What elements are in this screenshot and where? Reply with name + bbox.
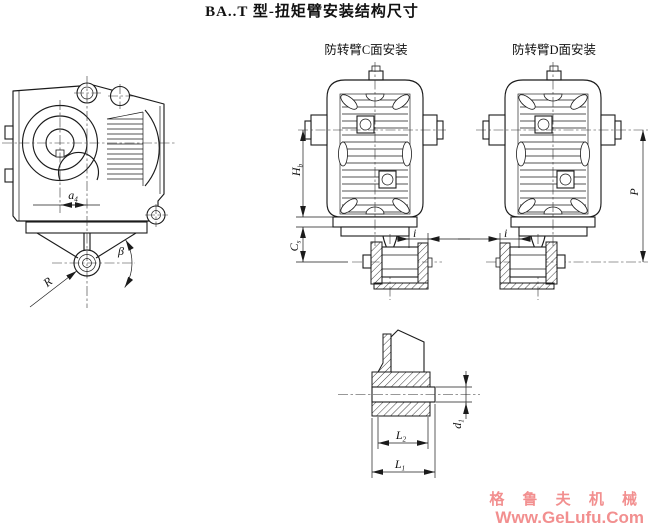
watermark-brand: 格 鲁 夫 机 械 [489,491,644,508]
bolt-tip [495,257,501,268]
plug-boss [556,170,575,189]
front-view [2,76,175,308]
arm-section [377,333,392,373]
bushing-cylinder [509,246,547,278]
bolt-hole [108,84,133,109]
heading-c-mount: 防转臂C面安装 [324,43,408,57]
flange-arc [144,109,160,187]
washer-section [417,242,429,284]
bolt-head [556,254,566,269]
clamp-strip [499,282,555,290]
arm-plate-section [545,241,558,285]
breather-plug [546,70,562,81]
washer-section [499,242,511,284]
dim-cs-label: Cs [287,240,303,252]
heading-d-mount: 防转臂D面安装 [511,43,597,57]
watermark: 格 鲁 夫 机 械 Www.GeLufu.Com [489,488,644,528]
dim-radius-leader [29,270,77,308]
dim-hb-label: Hb [289,163,305,177]
arm-mount-bar [25,221,148,234]
bolt-head [362,254,372,269]
dim-l2-label: L2 [395,428,407,444]
dim-i-label-d: i [504,226,508,240]
dim-a4-label: a4 [68,188,78,204]
page-title: BA..T 型-扭矩臂安装结构尺寸 [205,4,419,20]
dim-i-label-c: i [413,226,417,240]
plug-boss [356,115,375,134]
sleeve-top-section [371,371,431,388]
bolt-hole [74,82,101,104]
left-lug [4,125,14,140]
c-mount-view [296,62,470,300]
plug-boss [378,170,397,189]
watermark-url: Www.GeLufu.Com [495,508,644,527]
dim-p-label: P [627,188,641,196]
cooling-fins [106,111,144,186]
sleeve-bottom-section [371,401,431,417]
bushing-assembly [495,241,566,290]
bushing-detail-view [338,329,480,478]
dim-d1-label: d1 [450,419,466,429]
dim-beta-label: β [118,244,124,258]
clamp-strip [373,282,429,290]
bushing-cylinder [381,246,419,278]
plug-boss [534,115,553,134]
left-lug [4,168,14,183]
torque-arm [36,232,137,277]
bolt-tip [427,257,433,268]
bolt-hole [145,204,168,227]
bell-arc [57,151,100,181]
dim-beta-arc [124,239,134,288]
arm-plate-section [370,241,383,285]
breather-plug [368,70,384,81]
dim-l1-label: L1 [394,457,406,473]
arm-outline [390,329,425,373]
bushing-assembly [362,241,433,290]
d-mount-view [458,62,648,300]
